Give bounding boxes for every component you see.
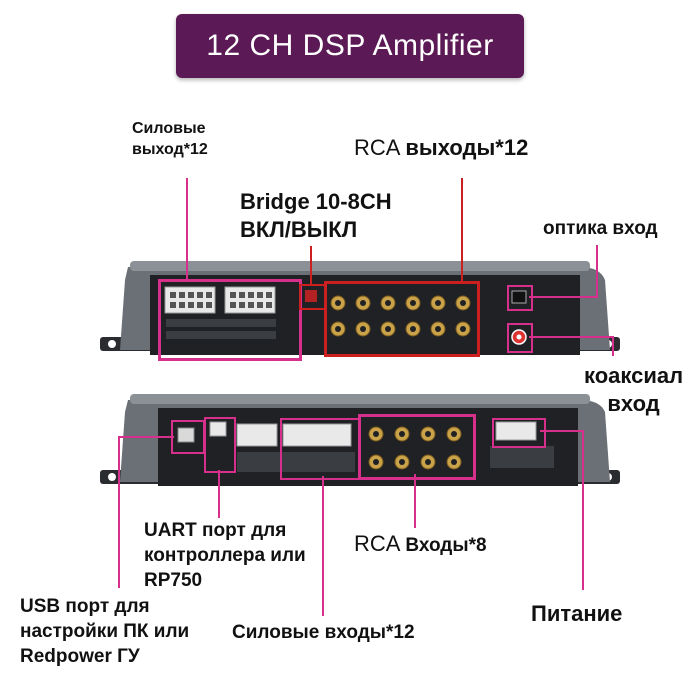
supply-pointer-h bbox=[540, 430, 584, 432]
optical-port-icon bbox=[511, 290, 527, 304]
coaxial-input-label: коаксиал вход bbox=[584, 363, 684, 416]
power-input-highlight bbox=[280, 418, 360, 480]
usb-label: USB порт для настройки ПК или Redpower Г… bbox=[20, 596, 190, 667]
uart-label: UART порт для контроллера или RP750 bbox=[144, 520, 306, 591]
top-heatsink-edge bbox=[130, 261, 590, 271]
usb-pointer-v bbox=[118, 436, 120, 588]
power-output-pointer bbox=[186, 178, 188, 280]
title-banner: 12 CH DSP Amplifier bbox=[176, 14, 524, 78]
optical-highlight bbox=[507, 285, 533, 311]
rca-input-highlight bbox=[358, 414, 476, 480]
coaxial-pointer-v bbox=[612, 336, 614, 356]
supply-pointer-v bbox=[582, 430, 584, 590]
external-control-connector bbox=[209, 421, 227, 437]
bridge-label: Bridge 10-8CH ВКЛ/ВЫКЛ bbox=[240, 189, 392, 242]
power-output-highlight bbox=[158, 279, 302, 361]
external-control-highlight bbox=[204, 417, 236, 473]
bridge-pointer bbox=[310, 246, 312, 284]
power-input-pointer bbox=[322, 476, 324, 616]
mount-hole-icon bbox=[108, 340, 116, 348]
power-output-label: Силовые выход*12 bbox=[132, 120, 208, 158]
uart-pointer bbox=[218, 470, 220, 518]
bottom-amplifier-panel bbox=[100, 390, 620, 505]
bottom-heatsink-edge bbox=[130, 394, 590, 404]
optical-pointer-v bbox=[596, 245, 598, 297]
usb-highlight bbox=[171, 420, 205, 454]
rca-output-pointer bbox=[461, 178, 463, 282]
power-supply-highlight bbox=[492, 418, 546, 448]
power-supply-connector bbox=[495, 421, 537, 441]
optical-pointer-h bbox=[529, 296, 598, 298]
usb-port-icon bbox=[177, 427, 195, 443]
bridge-highlight bbox=[299, 284, 327, 310]
optical-input-label: оптика вход bbox=[543, 218, 658, 239]
rca-input-pointer bbox=[414, 474, 416, 528]
supply-label: Питание bbox=[531, 601, 623, 626]
rca-output-highlight bbox=[324, 281, 480, 357]
top-amplifier-panel bbox=[100, 255, 620, 370]
page-title: 12 CH DSP Amplifier bbox=[206, 29, 494, 62]
bridge-switch-icon bbox=[305, 290, 317, 302]
power-input-connectors bbox=[236, 423, 355, 472]
power-input-label: Силовые входы*12 bbox=[232, 622, 415, 643]
power-output-connectors bbox=[164, 286, 276, 339]
rca-input-label: RCA Входы*8 bbox=[354, 531, 487, 556]
usb-pointer-h bbox=[118, 436, 174, 438]
rca-output-label: RCA выходы*12 bbox=[354, 135, 529, 160]
coaxial-highlight bbox=[507, 323, 533, 353]
bottom-amplifier-drawing bbox=[100, 394, 620, 486]
coaxial-pointer-h bbox=[529, 336, 613, 338]
mount-hole-icon bbox=[108, 473, 116, 481]
